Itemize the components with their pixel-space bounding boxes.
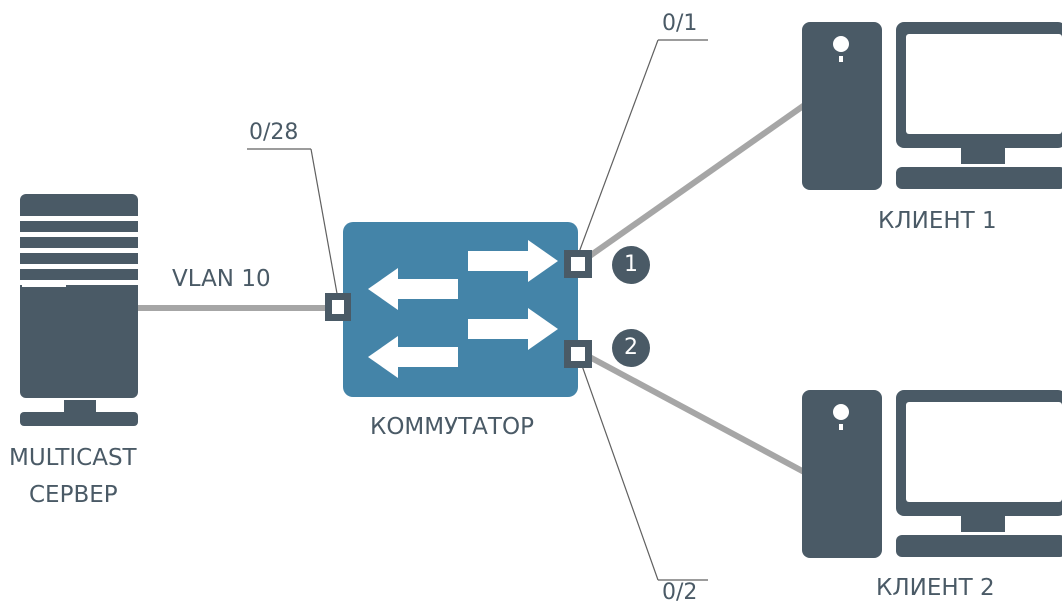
port-uplink-icon <box>325 293 351 321</box>
switch-label: КОММУТАТОР <box>370 414 534 440</box>
server-label-line2: СЕРВЕР <box>29 482 118 508</box>
link-switch-client1 <box>582 101 808 263</box>
client-2-computer-icon <box>802 390 1062 558</box>
port-leader-0-2 <box>579 359 708 581</box>
port-leader-0-1 <box>577 39 708 256</box>
switch-icon <box>343 222 578 397</box>
badge-2-icon <box>612 329 650 367</box>
port-2-icon <box>564 340 592 368</box>
arrow-left-icon <box>368 268 458 310</box>
server-icon <box>20 194 138 426</box>
link-switch-client2 <box>582 351 808 476</box>
badge-1-icon <box>612 246 650 284</box>
client-1-computer-icon <box>802 22 1062 190</box>
client-2-label: КЛИЕНТ 2 <box>876 575 995 601</box>
arrow-right-icon <box>468 308 558 350</box>
badge-2-number: 2 <box>624 335 638 360</box>
server-label-line1: MULTICAST <box>9 445 137 471</box>
port-label-uplink: 0/28 <box>249 120 299 145</box>
arrow-left-icon <box>368 336 458 378</box>
badge-1-number: 1 <box>624 252 638 277</box>
port-leader-uplink <box>247 148 339 300</box>
client-1-label: КЛИЕНТ 1 <box>878 208 997 234</box>
port-label-0-2: 0/2 <box>662 580 698 605</box>
arrow-right-icon <box>468 240 558 282</box>
vlan-link-label: VLAN 10 <box>172 266 271 292</box>
port-1-icon <box>564 250 592 278</box>
port-label-0-1: 0/1 <box>662 11 698 36</box>
